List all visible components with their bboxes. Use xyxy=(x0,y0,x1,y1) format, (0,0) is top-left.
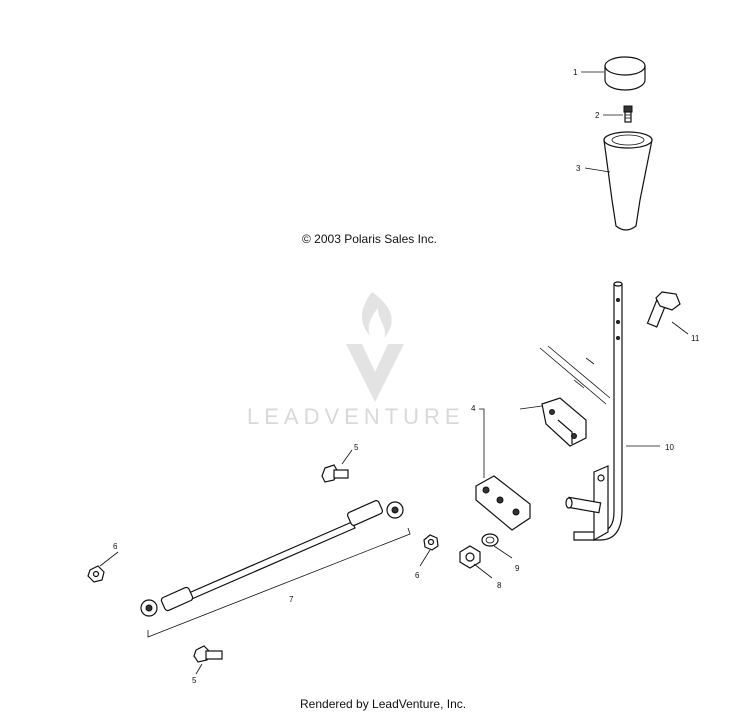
part-bolt-11 xyxy=(646,291,681,328)
leadventure-logo-icon xyxy=(346,292,404,402)
callout-3: 3 xyxy=(576,164,581,173)
callout-8: 8 xyxy=(497,581,502,590)
part-clamp-lower xyxy=(475,475,531,531)
rendered-by-text: Rendered by LeadVenture, Inc. xyxy=(300,697,467,711)
watermark-text: LEADVENTURE xyxy=(247,404,465,429)
part-clamp-upper xyxy=(541,397,587,447)
part-nut-6-right xyxy=(423,534,439,551)
part-bolt-5-lower xyxy=(193,645,223,663)
part-linkage-rod xyxy=(140,500,411,638)
callout-5-upper: 5 xyxy=(354,443,359,452)
callout-1: 1 xyxy=(573,68,578,77)
part-nut-6-left xyxy=(87,565,105,583)
callout-2: 2 xyxy=(595,111,600,120)
callout-4: 4 xyxy=(471,404,476,413)
part-shift-grip xyxy=(603,131,653,231)
callout-5-lower: 5 xyxy=(192,676,197,685)
watermark: LEADVENTURE xyxy=(247,292,465,429)
callout-11: 11 xyxy=(691,334,700,343)
callout-7: 7 xyxy=(289,595,294,604)
leader-lines xyxy=(99,71,689,675)
part-bolt-5-upper xyxy=(321,464,349,483)
part-nut-8 xyxy=(459,545,481,569)
copyright-text: © 2003 Polaris Sales Inc. xyxy=(302,232,437,246)
part-shift-lever xyxy=(565,281,623,542)
callout-6-left: 6 xyxy=(113,542,118,551)
callout-6-right: 6 xyxy=(415,571,420,580)
reference-lines xyxy=(539,345,611,405)
callout-9: 9 xyxy=(515,564,520,573)
part-set-screw xyxy=(623,105,633,123)
part-knob-cap xyxy=(604,56,646,91)
callout-labels: 1 2 3 4 5 5 6 6 7 8 9 10 11 xyxy=(113,68,700,685)
part-washer-9 xyxy=(481,533,499,547)
callout-10: 10 xyxy=(665,443,674,452)
